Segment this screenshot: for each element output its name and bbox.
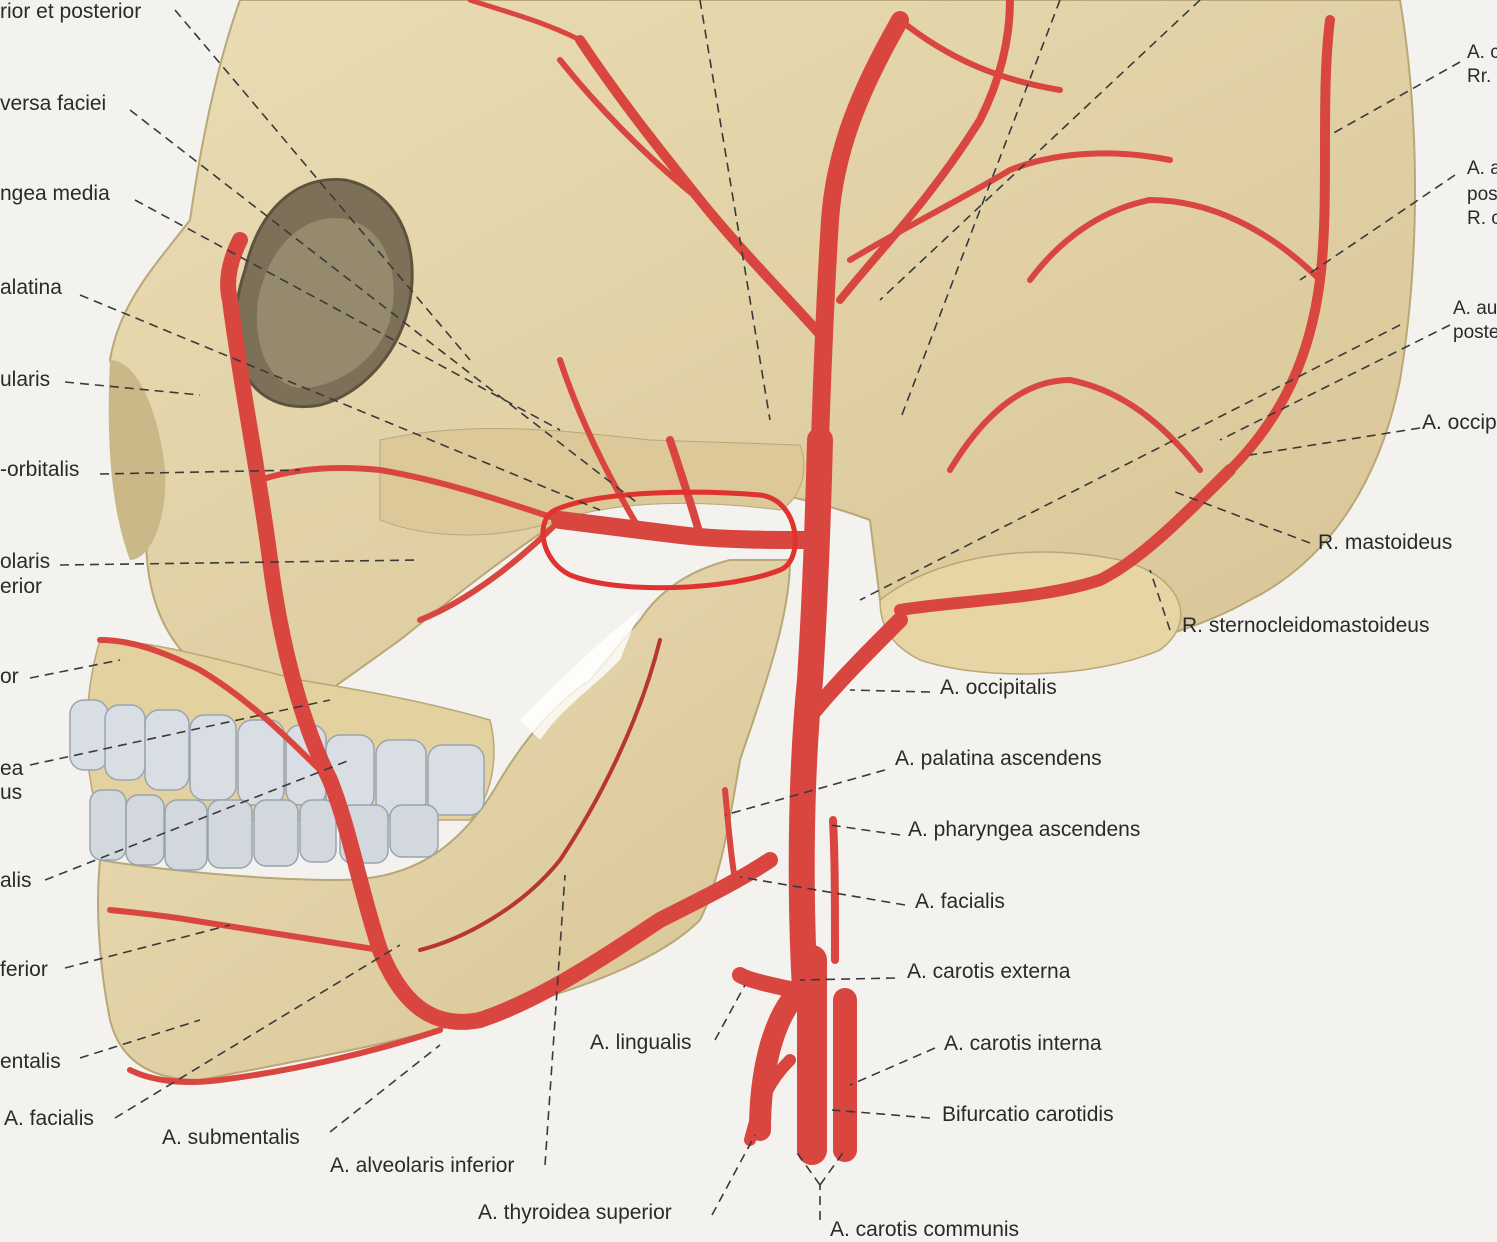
label-a-carotis-externa: A. carotis externa — [907, 960, 1071, 983]
label-a-carotis-interna: A. carotis interna — [944, 1032, 1102, 1055]
label-submentalis: A. submentalis — [162, 1126, 300, 1149]
label-left-8: or — [0, 665, 19, 688]
label-right-1a: A. c — [1467, 42, 1497, 63]
label-lingualis: A. lingualis — [590, 1031, 692, 1054]
label-right-2b: pos — [1467, 184, 1497, 205]
lower-teeth — [89, 789, 439, 871]
label-a-palatina-ascendens: A. palatina ascendens — [895, 747, 1102, 770]
label-left-7a: olaris — [0, 550, 51, 573]
label-a-facialis-right: A. facialis — [915, 890, 1005, 913]
label-right-3b: poste — [1453, 322, 1497, 343]
label-right-4: A. occip — [1422, 411, 1497, 434]
label-bifurcatio-carotidis: Bifurcatio carotidis — [942, 1103, 1114, 1126]
label-left-9b: us — [0, 781, 23, 804]
arteries — [97, 0, 1335, 1165]
leader-lines — [29, 0, 1461, 1220]
label-left-5: ularis — [0, 368, 51, 391]
label-left-10: alis — [0, 869, 32, 892]
label-right-3a: A. au — [1453, 298, 1497, 319]
label-right-2a: A. a — [1467, 158, 1497, 179]
label-left-2: versa faciei — [0, 92, 107, 115]
highlight-ring — [540, 489, 798, 591]
label-facialis-left: A. facialis — [4, 1107, 94, 1130]
label-carotis-communis: A. carotis communis — [830, 1218, 1020, 1241]
label-left-1: rior et posterior — [0, 0, 142, 23]
label-left-3: ngea media — [0, 182, 110, 205]
label-right-2c: R. c — [1467, 208, 1497, 229]
label-thyroidea-superior: A. thyroidea superior — [478, 1201, 672, 1224]
label-right-1b: Rr. — [1467, 66, 1492, 87]
label-a-pharyngea-ascendens: A. pharyngea ascendens — [908, 818, 1141, 841]
label-left-11: ferior — [0, 958, 48, 981]
label-r-mastoideus: R. mastoideus — [1318, 531, 1453, 554]
label-left-7b: erior — [0, 575, 43, 598]
label-left-9a: ea — [0, 757, 24, 780]
label-a-occipitalis: A. occipitalis — [940, 676, 1057, 699]
label-alveolaris-inferior: A. alveolaris inferior — [330, 1154, 515, 1177]
label-left-12: entalis — [0, 1050, 61, 1073]
label-left-6: -orbitalis — [0, 458, 80, 481]
label-r-sternocleidomastoideus: R. sternocleidomastoideus — [1182, 614, 1430, 637]
label-left-4: alatina — [0, 276, 62, 299]
